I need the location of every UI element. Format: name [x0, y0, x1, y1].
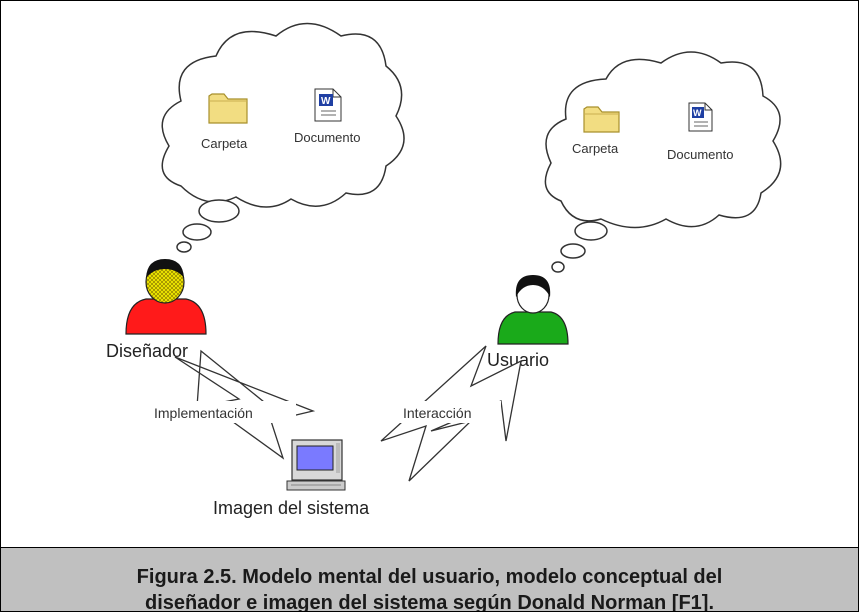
- designer-folder-label: Carpeta: [201, 136, 248, 151]
- word-document-icon: W: [688, 102, 713, 132]
- user-label: Usuario: [487, 350, 549, 370]
- designer-person-icon: [125, 259, 207, 335]
- interaction-label: Interacción: [403, 405, 471, 421]
- folder-icon: [208, 93, 248, 124]
- svg-text:W: W: [693, 108, 702, 118]
- folder-icon: [583, 106, 620, 133]
- computer-icon: [286, 439, 346, 491]
- user-person-icon: [497, 275, 569, 345]
- designer-thought-cloud: [161, 22, 405, 253]
- user-folder-label: Carpeta: [572, 141, 619, 156]
- user-document-label: Documento: [667, 147, 733, 162]
- designer-label: Diseñador: [106, 341, 188, 361]
- mental-model-diagram: Carpeta W Documento Carpeta W Documento …: [106, 22, 782, 518]
- user-thought-cloud: [544, 51, 782, 273]
- caption-box: Figura 2.5. Modelo mental del usuario, m…: [1, 547, 858, 612]
- svg-text:W: W: [321, 96, 331, 107]
- figure-caption: Figura 2.5. Modelo mental del usuario, m…: [136, 566, 723, 612]
- implementation-label: Implementación: [154, 405, 253, 421]
- designer-document-label: Documento: [294, 130, 360, 145]
- system-image-label: Imagen del sistema: [213, 498, 370, 518]
- word-document-icon: W: [314, 88, 342, 122]
